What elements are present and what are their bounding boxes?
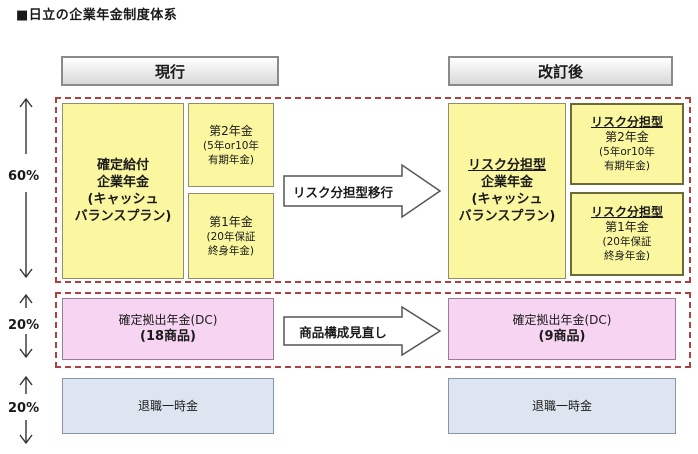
current-db-line: 企業年金 (96, 175, 149, 190)
risk-sharing-transition-arrow (283, 163, 442, 219)
current-second-pension: 第2年金 (5年or10年 有期年金) (188, 103, 274, 187)
current-db-main-block: 確定給付 企業年金 (キャッシュ バランスプラン) (62, 103, 184, 279)
revised-second-pension-title: リスク分担型 (590, 115, 663, 129)
risk-sharing-transition-label: リスク分担型移行 (292, 184, 393, 200)
current-dc-count: (18商品) (140, 329, 196, 344)
product-review-label: 商品構成見直し (299, 324, 387, 340)
current-db-line: (キャッシュ (87, 192, 159, 207)
revised-main-line: バランスプラン) (458, 209, 556, 224)
header-current: 現行 (61, 56, 279, 86)
current-dc-block: 確定拠出年金(DC) (18商品) (62, 298, 274, 360)
current-first-pension: 第1年金 (20年保証 終身年金) (188, 193, 274, 279)
revised-second-pension-note: 有期年金) (603, 160, 651, 172)
current-lump-sum-block: 退職一時金 (62, 378, 274, 434)
revised-first-pension-note: 終身年金) (603, 250, 651, 262)
current-db-line: 確定給付 (96, 158, 149, 173)
revised-second-pension: リスク分担型 第2年金 (5年or10年 有期年金) (570, 103, 684, 185)
revised-dc-count: (9商品) (538, 329, 586, 344)
db-region-outline (55, 97, 691, 283)
current-db-line: バランスプラン) (74, 209, 172, 224)
percent-20-middle: 20% (8, 318, 40, 333)
diagram-title: ■日立の企業年金制度体系 (16, 8, 178, 23)
percentage-arrows (19, 97, 33, 445)
header-revised: 改訂後 (448, 56, 673, 86)
current-first-pension-label: 第1年金 (209, 214, 253, 229)
revised-dc-label: 確定拠出年金(DC) (512, 313, 612, 327)
dc-region-outline (55, 292, 691, 368)
current-dc-label: 確定拠出年金(DC) (118, 313, 218, 327)
current-second-pension-note: (5年or10年 (203, 139, 259, 152)
current-first-pension-note: (20年保証 (206, 230, 256, 243)
revised-dc-block: 確定拠出年金(DC) (9商品) (448, 298, 676, 360)
revised-main-block: リスク分担型 企業年金 (キャッシュ バランスプラン) (448, 103, 566, 279)
revised-first-pension-note: (20年保証 (602, 236, 652, 248)
percent-20-bottom: 20% (8, 401, 40, 416)
percent-60: 60% (8, 169, 40, 184)
current-second-pension-note: 有期年金) (207, 153, 255, 166)
revised-lump-sum-block: 退職一時金 (448, 378, 676, 434)
revised-first-pension: リスク分担型 第1年金 (20年保証 終身年金) (570, 192, 684, 276)
revised-second-pension-note: (5年or10年 (599, 146, 655, 158)
revised-main-line: 企業年金 (480, 175, 533, 190)
current-first-pension-note: 終身年金) (207, 244, 255, 257)
product-review-arrow (283, 305, 442, 357)
revised-first-pension-title: リスク分担型 (590, 205, 663, 219)
revised-main-line: (キャッシュ (471, 192, 543, 207)
revised-main-title: リスク分担型 (467, 158, 546, 173)
revised-second-pension-label: 第2年金 (605, 130, 649, 144)
revised-first-pension-label: 第1年金 (605, 220, 649, 234)
current-second-pension-label: 第2年金 (209, 123, 253, 138)
